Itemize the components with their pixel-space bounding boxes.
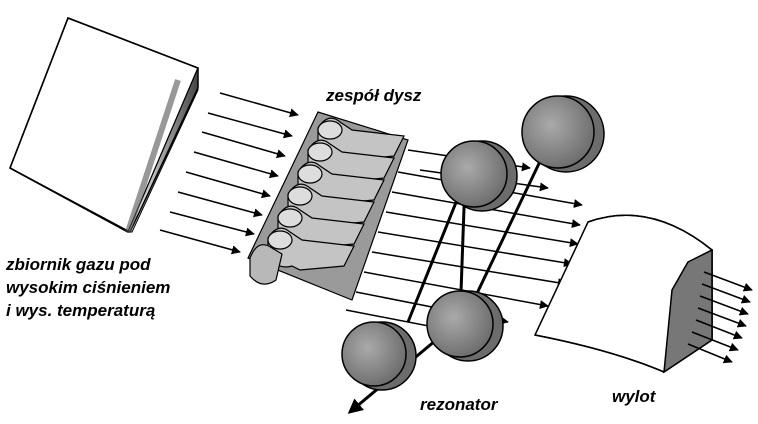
exhaust-arrow [703, 271, 753, 292]
nozzle [267, 227, 355, 271]
mirror-lower-left [341, 321, 417, 391]
nozzles-label: zespół dysz [325, 86, 422, 105]
flow-arrow [371, 251, 567, 288]
resonator-label: rezonator [420, 395, 499, 414]
flow-arrow [385, 211, 579, 248]
nozzle-assembly [247, 111, 409, 301]
mirror-lower-right [426, 290, 504, 362]
inlet-arrow [193, 151, 279, 179]
flow-arrow [363, 271, 549, 309]
inlet-arrow [201, 131, 286, 159]
mirror-upper-right [521, 95, 605, 173]
gas-tank [9, 17, 199, 234]
exhaust-arrow [701, 283, 751, 304]
tank-label-line3: i wys. temperaturą [6, 301, 155, 320]
flow-arrow [377, 231, 573, 268]
inlet-arrow [185, 171, 271, 199]
nozzle [307, 139, 395, 183]
exhaust-arrow [695, 319, 743, 340]
outlet [533, 214, 713, 374]
inlet-arrow [207, 112, 293, 139]
inlet-arrow [219, 92, 299, 118]
nozzle [317, 117, 405, 161]
outlet-exhaust-arrows [687, 271, 753, 364]
exhaust-arrow [699, 295, 749, 316]
nozzle [277, 205, 365, 249]
inlet-arrow [159, 229, 241, 255]
inlet-arrow [169, 211, 255, 237]
exhaust-arrow [691, 331, 739, 352]
outlet-label: wylot [612, 387, 657, 406]
resonator-mirrors [341, 95, 605, 391]
tank-label-line1: zbiornik gazu pod [5, 255, 151, 274]
tank-label-line2: wysokim ciśnieniem [6, 278, 170, 297]
beam-segment [406, 179, 467, 323]
inlet-arrow [177, 191, 263, 218]
exhaust-arrow [697, 307, 747, 328]
mirror-upper-left [440, 140, 518, 212]
inlet-flow-arrows [159, 92, 299, 255]
exhaust-arrow [687, 343, 733, 364]
nozzle [287, 183, 375, 227]
